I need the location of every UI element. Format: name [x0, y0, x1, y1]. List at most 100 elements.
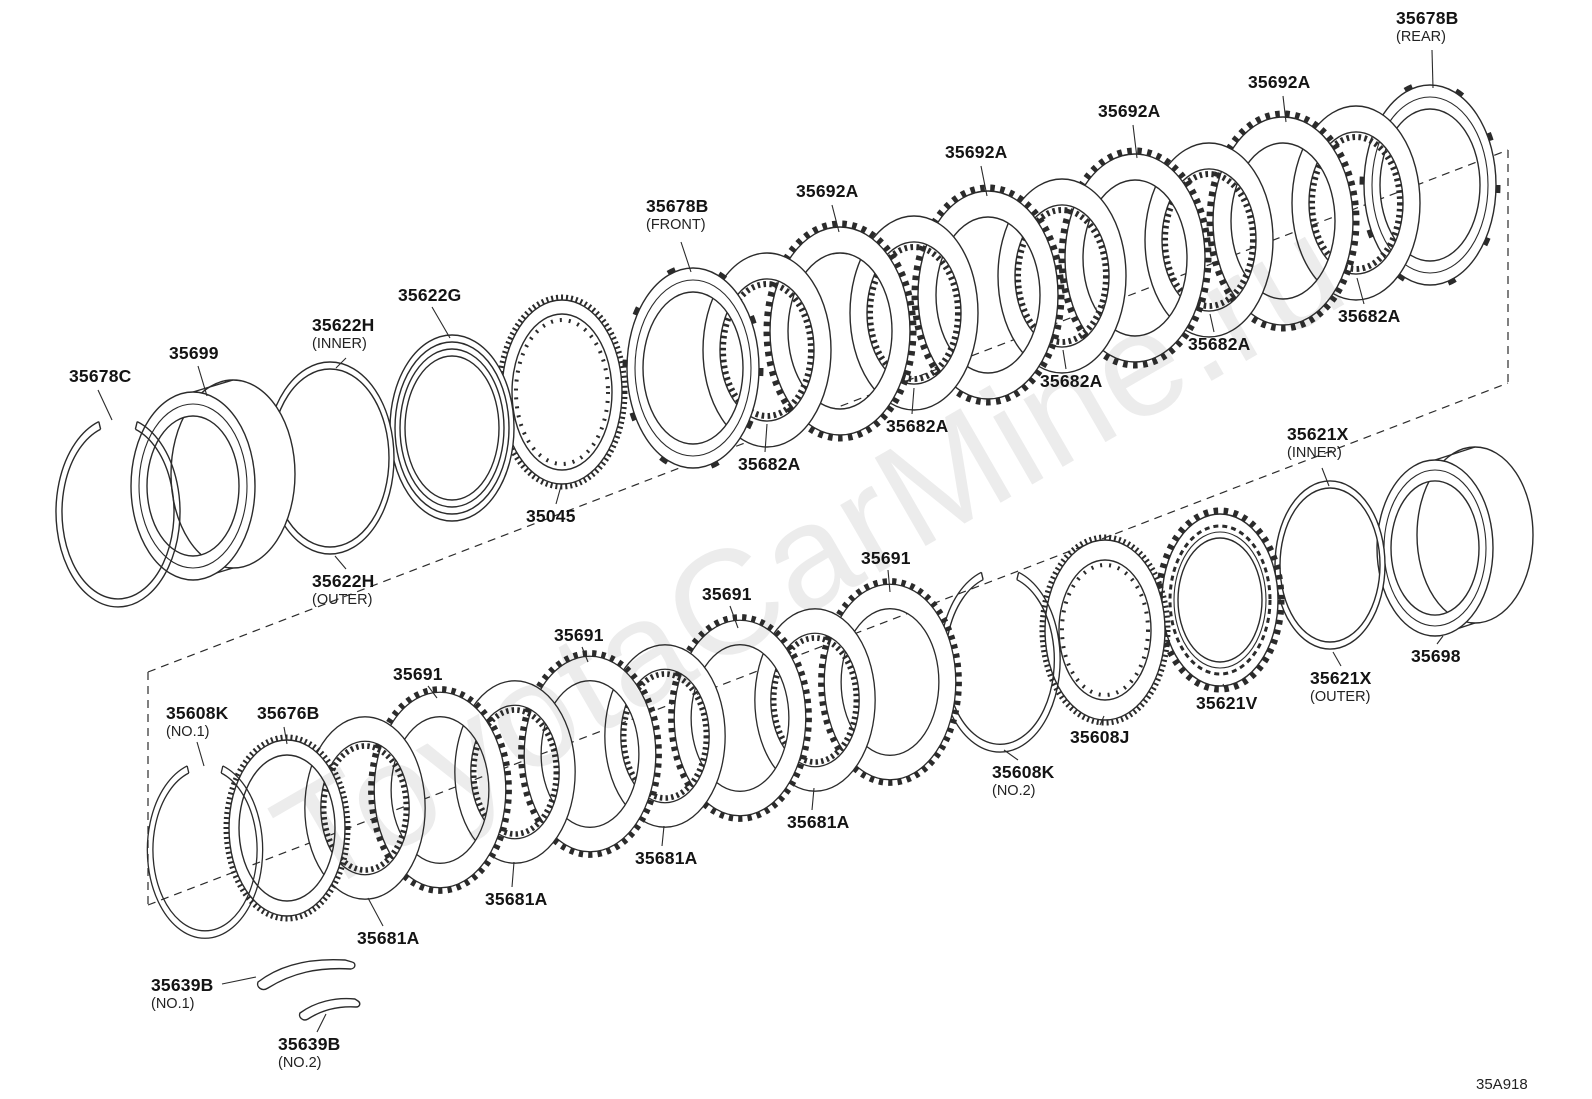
part-number: 35692A — [1248, 72, 1311, 92]
clutch-body — [1161, 513, 1279, 687]
part-qualifier: (OUTER) — [1310, 689, 1371, 705]
part-number: 35682A — [1338, 306, 1401, 326]
part-number: 35621V — [1196, 693, 1258, 713]
sprag-detail — [1168, 524, 1272, 676]
plate-35676B — [223, 734, 351, 922]
part-number: 35621X — [1287, 424, 1349, 444]
label-35608k-no2: 35608K(NO.2) — [992, 762, 1055, 800]
part-qualifier: (NO.1) — [166, 724, 210, 740]
part-number: 35691 — [393, 664, 443, 684]
clutch-contour — [1173, 531, 1267, 669]
spring-35639B-no2 — [298, 997, 361, 1021]
part-qualifier: (FRONT) — [646, 217, 706, 233]
label-35639b-no2: 35639B(NO.2) — [278, 1034, 341, 1072]
part-qualifier: (INNER) — [1287, 445, 1342, 461]
part-number: 35622G — [398, 285, 462, 305]
part-qualifier: (INNER) — [312, 336, 367, 352]
plate-body — [1044, 539, 1166, 721]
oring-body — [265, 361, 395, 555]
part-number: 35621X — [1310, 668, 1372, 688]
part-number: 35681A — [357, 928, 420, 948]
ring-body — [1274, 480, 1386, 650]
label-35682a: 35682A — [738, 454, 801, 475]
part-number: 35681A — [485, 889, 548, 909]
part-number: 35682A — [738, 454, 801, 474]
label-35622h-inner: 35622H(INNER) — [312, 315, 375, 353]
label-35691: 35691 — [702, 584, 752, 605]
part-number: 35698 — [1411, 646, 1461, 666]
label-35681a: 35681A — [485, 889, 548, 910]
label-35045: 35045 — [526, 506, 576, 527]
label-35621x-outer: 35621X(OUTER) — [1310, 668, 1372, 706]
label-35681a: 35681A — [635, 848, 698, 869]
label-35692a: 35692A — [1248, 72, 1311, 93]
part-number: 35608K — [166, 703, 229, 723]
part-number: 35691 — [702, 584, 752, 604]
part-number: 35692A — [1098, 101, 1161, 121]
oring-35622H — [265, 361, 395, 555]
part-number: 35678B — [1396, 8, 1459, 28]
spring-35639B-no1 — [256, 958, 356, 991]
label-35698: 35698 — [1411, 646, 1461, 667]
drum-contour — [138, 403, 248, 569]
drum-wall — [1434, 446, 1476, 461]
label-35678c: 35678C — [69, 366, 132, 387]
label-35676b: 35676B — [257, 703, 320, 724]
part-number: 35608J — [1070, 727, 1130, 747]
part-number: 35682A — [1188, 334, 1251, 354]
part-number: 35676B — [257, 703, 320, 723]
ring-outline — [404, 355, 500, 501]
label-35621x-inner: 35621X(INNER) — [1287, 424, 1349, 462]
outer-teeth — [1039, 534, 1171, 726]
flange-body — [501, 299, 623, 485]
part-number: 35681A — [635, 848, 698, 868]
part-number: 35682A — [886, 416, 949, 436]
plate-body — [228, 739, 346, 917]
part-qualifier: (REAR) — [1396, 29, 1446, 45]
label-35692a: 35692A — [945, 142, 1008, 163]
inner-hooks — [514, 318, 610, 466]
label-35691: 35691 — [393, 664, 443, 685]
ring-35621X — [1274, 480, 1386, 650]
leader-lines — [97, 49, 1444, 1033]
part-number: 35608K — [992, 762, 1055, 782]
label-35622h-outer: 35622H(OUTER) — [312, 571, 375, 609]
seal-rings-35622G — [389, 334, 515, 522]
label-35678b-rear: 35678B(REAR) — [1396, 8, 1459, 46]
part-qualifier: (OUTER) — [312, 592, 373, 608]
ring-outline — [399, 348, 505, 508]
part-qualifier: (NO.2) — [992, 783, 1036, 799]
label-35692a: 35692A — [796, 181, 859, 202]
part-number: 35622H — [312, 571, 375, 591]
piston-35699 — [130, 379, 296, 581]
plate-35608J — [1039, 534, 1171, 726]
part-number: 35622H — [312, 315, 375, 335]
label-35621v: 35621V — [1196, 693, 1258, 714]
label-35681a: 35681A — [357, 928, 420, 949]
clutch-assy-35621V — [1155, 507, 1285, 693]
diagram-code: 35A918 — [1476, 1076, 1528, 1093]
label-35681a: 35681A — [787, 812, 850, 833]
part-number: 35639B — [278, 1034, 341, 1054]
label-35678b-front: 35678B(FRONT) — [646, 196, 709, 234]
part-number: 35678C — [69, 366, 132, 386]
drum-front-face — [1376, 459, 1494, 637]
ring-outline — [394, 341, 510, 515]
outer-notches — [1155, 507, 1285, 693]
drum-front-face — [130, 391, 256, 581]
label-35682a: 35682A — [1188, 334, 1251, 355]
label-35699: 35699 — [169, 343, 219, 364]
part-number: 35045 — [526, 506, 576, 526]
label-35682a: 35682A — [1338, 306, 1401, 327]
part-number: 35678B — [646, 196, 709, 216]
label-35608k-no1: 35608K(NO.1) — [166, 703, 229, 741]
label-35622g: 35622G — [398, 285, 461, 306]
part-qualifier: (NO.1) — [151, 996, 195, 1012]
part-number: 35692A — [796, 181, 859, 201]
part-number: 35691 — [554, 625, 604, 645]
part-number: 35691 — [861, 548, 911, 568]
label-35682a: 35682A — [1040, 371, 1103, 392]
